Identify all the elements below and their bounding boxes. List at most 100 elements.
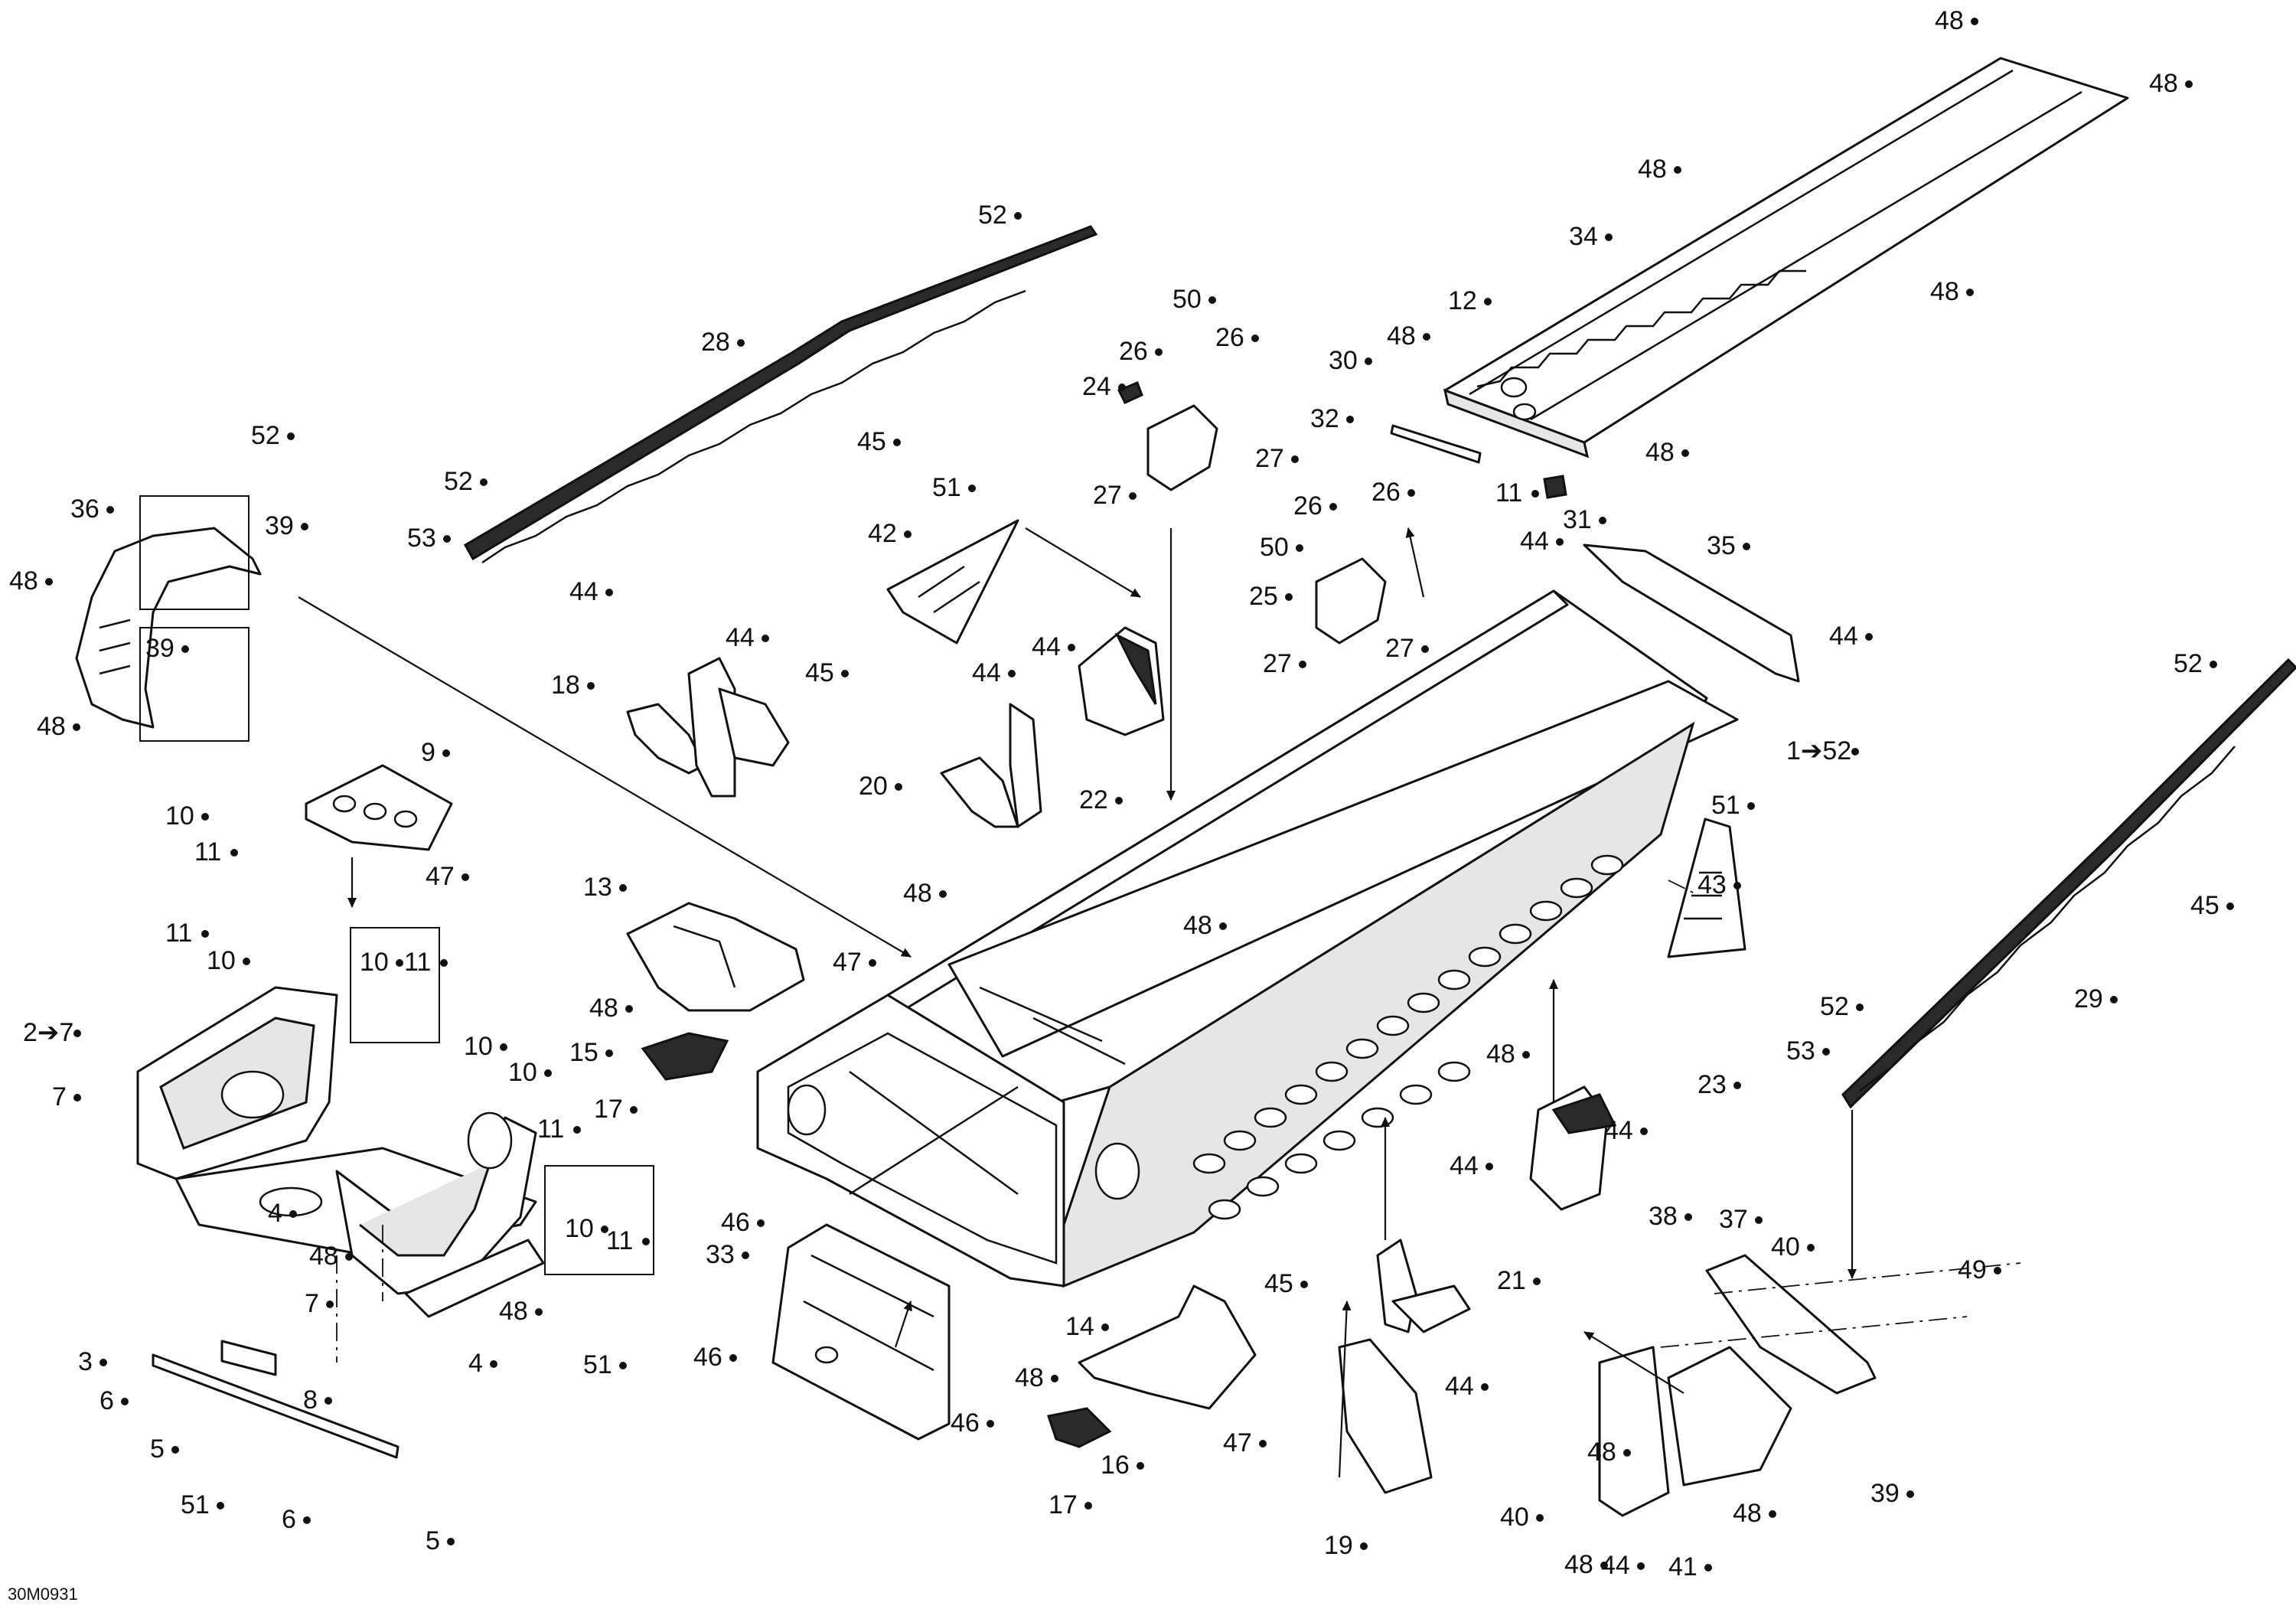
callout-label: 27 (1255, 444, 1284, 473)
fastener-dot (757, 1219, 765, 1227)
part-32-strip (1390, 424, 1482, 464)
callout-label: 15 (569, 1038, 598, 1067)
fastener-dot (1129, 492, 1137, 500)
fastener-dot (1259, 1440, 1267, 1447)
callout-label: 48 (1930, 277, 1959, 306)
callout-label: 2➔7 (23, 1018, 73, 1047)
part-23-knee-pad (1529, 1085, 1617, 1211)
fastener-dot (442, 749, 450, 757)
tunnel-cooler-slots (1192, 854, 1624, 1220)
fastener-dot (987, 1420, 994, 1428)
callout-label: 48 (1638, 155, 1667, 184)
fastener-dot (1084, 1502, 1092, 1509)
fastener-dot (1822, 1048, 1830, 1056)
fastener-dot (1637, 1562, 1645, 1570)
fastener-dot (326, 1301, 334, 1308)
fastener-dot (2185, 80, 2193, 88)
hardware-kit-boxes (139, 495, 654, 1275)
callout-label: 5 (150, 1434, 165, 1464)
callout-label: 43 (1698, 870, 1727, 899)
fastener-dot (1101, 1323, 1109, 1331)
fastener-dot (1296, 544, 1303, 552)
fastener-dot (762, 635, 769, 642)
part-14-footrest-support (1078, 1284, 1257, 1410)
callout-label: 23 (1698, 1070, 1727, 1099)
callout-label: 10 (565, 1214, 594, 1243)
fastener-dot (106, 506, 114, 514)
part-34-tunnel-cover (1443, 57, 2129, 459)
fastener-dot (605, 1049, 613, 1057)
fastener-dot (73, 1094, 81, 1101)
callout-label: 45 (2190, 891, 2219, 920)
callout-label: 51 (181, 1490, 210, 1519)
fastener-dot (601, 1226, 608, 1233)
fastener-dot (1531, 490, 1539, 498)
callout-label: 37 (1719, 1205, 1748, 1234)
part-3-bumper-bar (152, 1340, 400, 1459)
callout-label: 11 (1495, 478, 1522, 508)
fastener-dot (1219, 922, 1227, 930)
callout-label: 31 (1563, 505, 1592, 534)
fastener-dot (1407, 489, 1415, 497)
callout-label: 48 (2149, 69, 2178, 98)
callout-label: 7 (52, 1082, 67, 1111)
callout-label: 50 (1172, 285, 1202, 314)
callout-label: 48 (1733, 1499, 1762, 1528)
callout-label: 48 (1486, 1039, 1515, 1069)
callout-label: 10 (165, 801, 194, 831)
callout-label: 47 (426, 862, 455, 891)
fastener-dot (1743, 543, 1750, 550)
fastener-dot (1623, 1449, 1631, 1457)
part-18-bracket (626, 703, 706, 775)
callout-label: 27 (1263, 649, 1292, 678)
fastener-dot (1971, 18, 1978, 25)
fastener-dot (1684, 1213, 1692, 1221)
callout-label: 32 (1310, 404, 1339, 433)
fastener-dot (2226, 902, 2234, 910)
part-36-bracket (75, 527, 262, 729)
fastener-dot (1484, 298, 1492, 305)
callout-label: 48 (903, 879, 932, 908)
fastener-dot (1137, 1462, 1144, 1470)
callout-label: 48 (1564, 1550, 1593, 1579)
part-20-knee-pad (940, 703, 1042, 828)
fastener-dot (440, 959, 448, 967)
part-24-cable-guide (1146, 404, 1218, 491)
fastener-dot (447, 1538, 455, 1545)
callout-label: 27 (1093, 481, 1122, 510)
fastener-dot (1051, 1375, 1058, 1382)
fastener-dot (1365, 357, 1372, 365)
callout-label: 11 (404, 948, 431, 977)
callout-label: 48 (1015, 1363, 1044, 1392)
callout-label: 48 (1587, 1438, 1616, 1467)
fastener-dot (630, 1106, 638, 1114)
callout-label: 26 (1215, 323, 1244, 352)
fastener-dot (1486, 1163, 1493, 1170)
fastener-dot (1747, 802, 1755, 810)
fastener-dot (939, 890, 947, 898)
callout-label: 19 (1324, 1531, 1353, 1560)
fastener-dot (1329, 503, 1337, 511)
callout-label: 8 (303, 1385, 318, 1415)
fastener-dot (1733, 1082, 1741, 1089)
part-42-gusset (886, 519, 1019, 645)
callout-label: 16 (1101, 1451, 1130, 1480)
callout-label: 39 (145, 634, 174, 663)
fastener-dot (1481, 1383, 1489, 1391)
fastener-dot (605, 589, 613, 596)
callout-label: 46 (951, 1408, 980, 1438)
part-9-plate (305, 764, 453, 851)
fastener-dot (869, 959, 876, 967)
callout-label: 48 (309, 1242, 338, 1271)
callout-label: 47 (833, 948, 862, 977)
callout-label: 45 (857, 427, 886, 456)
callout-label: 35 (1707, 531, 1736, 560)
fastener-dot (1008, 670, 1016, 677)
callout-label: 20 (859, 772, 888, 801)
callout-label: 17 (1049, 1490, 1078, 1519)
callout-label: 17 (594, 1095, 623, 1124)
fastener-dot (1115, 797, 1123, 804)
fastener-dot (1014, 212, 1022, 220)
callout-label: 14 (1065, 1312, 1094, 1341)
callout-label: 52 (251, 421, 280, 450)
